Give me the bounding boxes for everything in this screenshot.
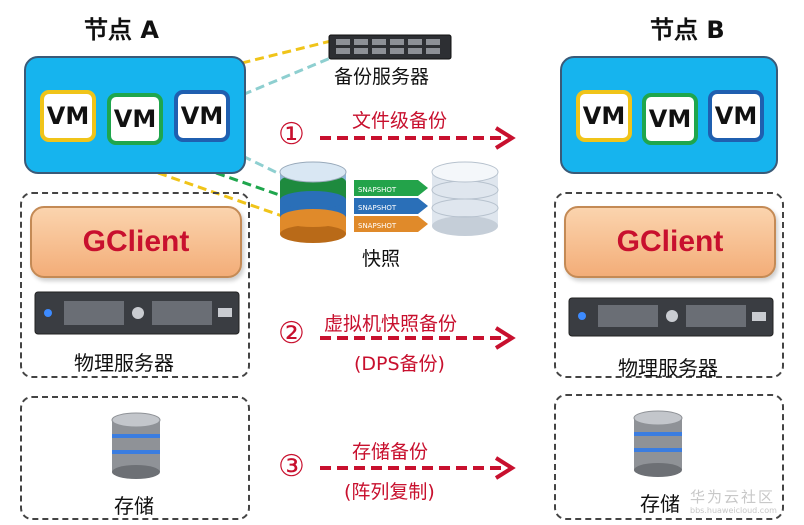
backup-server-label: 备份服务器	[334, 66, 430, 88]
method-3-label-line2: (阵列复制)	[344, 481, 435, 503]
node-a-vm-3: VM	[174, 90, 230, 142]
watermark-url: bbs.huaweicloud.com	[690, 506, 777, 515]
node-b-storage-box: 存储	[554, 394, 784, 520]
node-a-gclient: GClient	[30, 206, 242, 278]
node-a-physical-label: 物理服务器	[74, 351, 174, 375]
method-2-arrow	[320, 326, 516, 350]
teal-link-top	[229, 52, 341, 102]
snapshot-arrow-text-1: SNAPSHOT	[358, 186, 397, 194]
snapshot-label: 快照	[362, 248, 401, 270]
snapshot-arrow-text-2: SNAPSHOT	[358, 204, 397, 212]
node-b-storage-label: 存储	[640, 492, 680, 516]
node-a-title: 节点 A	[84, 16, 159, 44]
watermark-text: 华为云社区	[690, 488, 776, 506]
method-1-number: ①	[278, 117, 305, 152]
node-a-storage-icon	[111, 412, 161, 479]
node-a-storage-label: 存储	[114, 494, 154, 518]
node-b-vm-2: VM	[642, 93, 698, 145]
method-1-arrow	[320, 126, 516, 150]
method-3-label-line1: 存储备份	[352, 441, 429, 463]
node-b-physical-box: GClient 物理服务器	[554, 192, 784, 380]
node-a-server-icon	[34, 291, 240, 335]
node-b-physical-label: 物理服务器	[618, 356, 718, 380]
snapshot-arrow-text-3: SNAPSHOT	[358, 222, 397, 230]
snapshot-target-db-icon	[431, 161, 499, 236]
backup-server-icon	[328, 34, 452, 60]
node-b-server-icon	[568, 297, 774, 337]
node-b-vm-1: VM	[576, 90, 632, 142]
node-a-vm-panel: VM VM VM	[24, 56, 246, 174]
snapshot-arrows: SNAPSHOT SNAPSHOT SNAPSHOT	[354, 180, 428, 232]
node-b-gclient: GClient	[564, 206, 776, 278]
teal-link-bottom	[229, 148, 289, 180]
node-a-vm-2: VM	[107, 93, 163, 145]
method-2-number: ②	[278, 316, 305, 351]
snapshot-source-db-icon	[279, 161, 347, 243]
node-b-vm-3: VM	[708, 90, 764, 142]
node-b-title: 节点 B	[650, 16, 725, 44]
method-2-label-line1: 虚拟机快照备份	[324, 313, 458, 335]
node-a-storage-box: 存储	[20, 396, 250, 520]
method-2-label-line2: (DPS备份)	[354, 353, 445, 375]
node-b-vm-panel: VM VM VM	[560, 56, 778, 174]
green-link	[149, 148, 289, 200]
method-3-arrow	[320, 456, 516, 480]
method-3-number: ③	[278, 449, 305, 484]
node-b-storage-icon	[633, 410, 683, 477]
node-a-physical-box: GClient 物理服务器	[20, 192, 250, 378]
method-1-label: 文件级备份	[352, 110, 448, 132]
node-a-vm-1: VM	[40, 90, 96, 142]
